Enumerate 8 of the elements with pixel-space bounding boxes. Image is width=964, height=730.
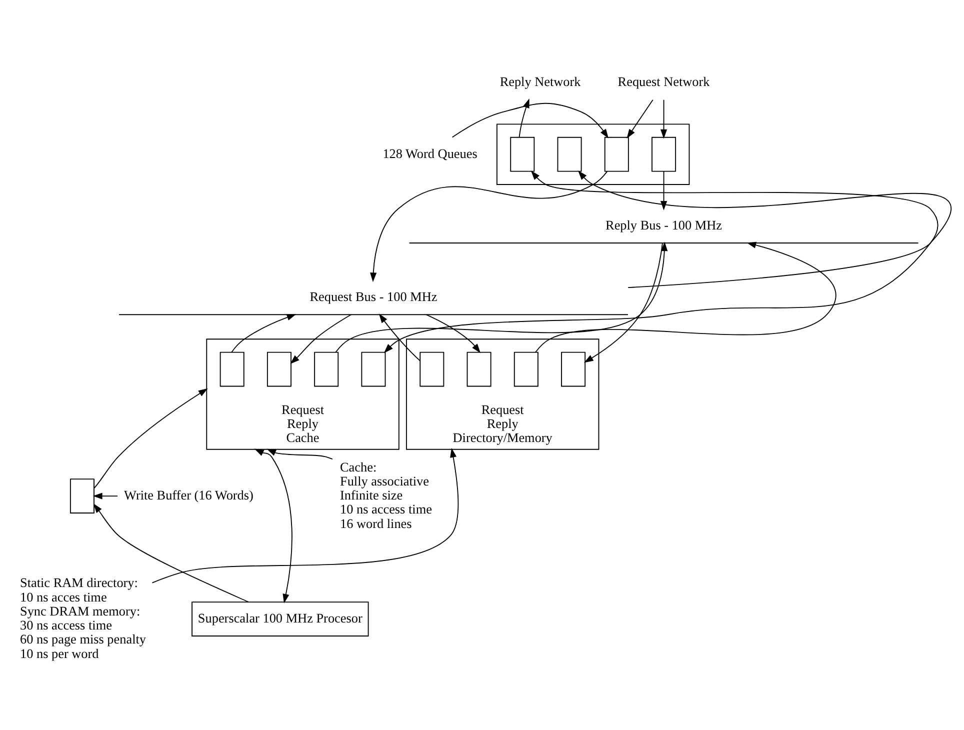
node-text: Request Network	[618, 74, 710, 89]
node-text: Write Buffer (16 Words)	[124, 487, 254, 502]
node-text: Cache: Fully associative Infinite size 10 ns access time 16 word lines	[340, 458, 432, 530]
node-text: Reply Network	[500, 74, 581, 89]
node-text: Reply Bus - 100 MHz	[606, 216, 722, 232]
node-text: Static RAM directory: 10 ns acces time Sync DRAM memory: 30 ns access time 60 ns page miss penalty 10 ns per word	[20, 574, 146, 660]
node-text: 128 Word Queues	[382, 145, 478, 160]
node-text: Request Bus - 100 MHz	[310, 288, 438, 304]
